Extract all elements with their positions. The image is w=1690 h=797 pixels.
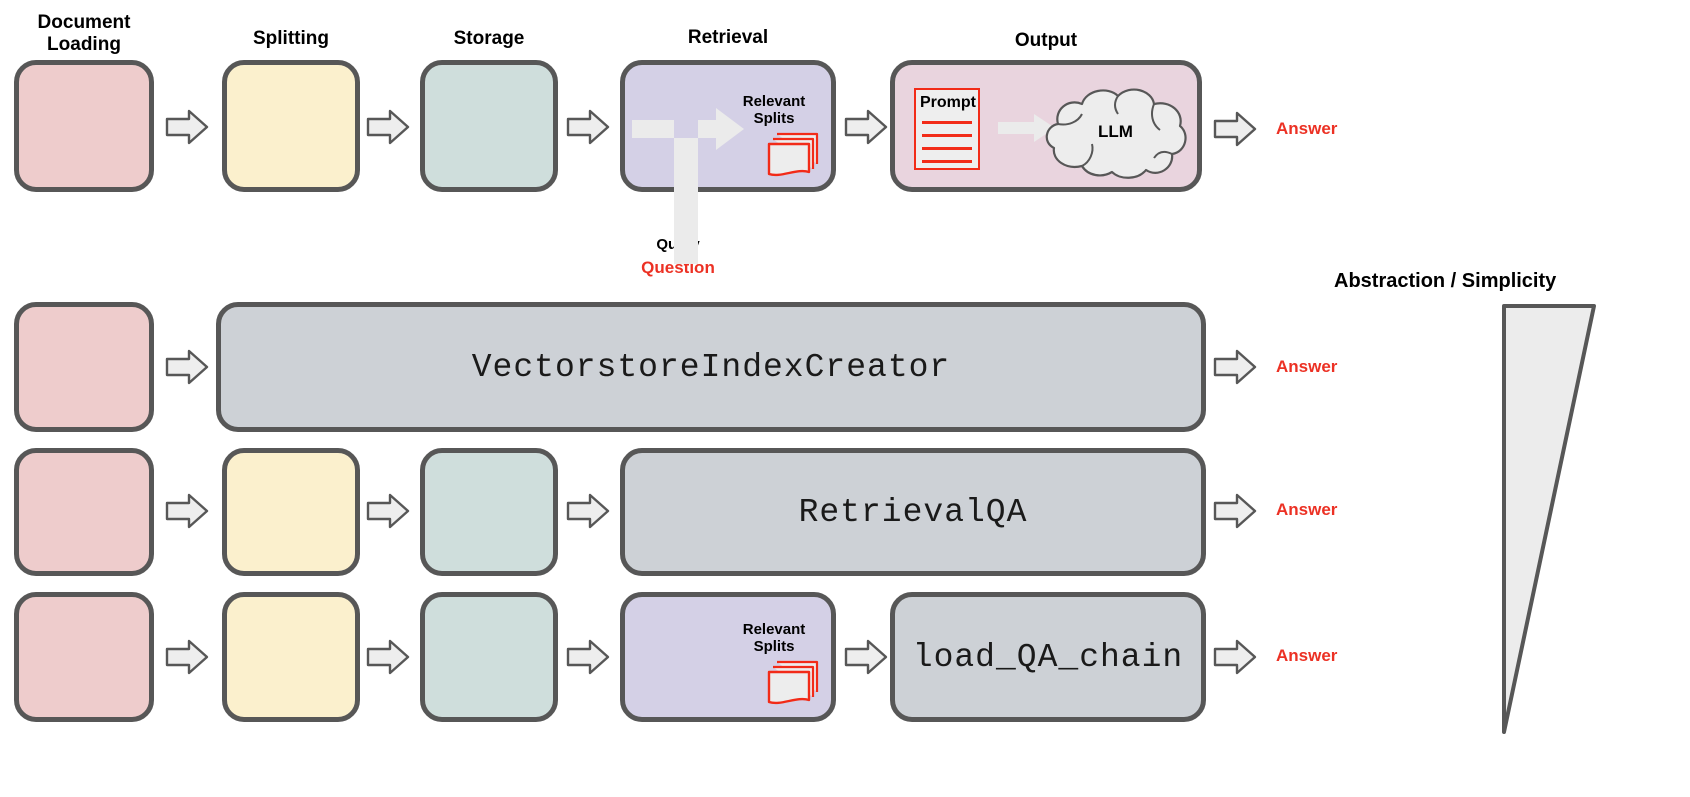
row1-arrow-5-icon (1213, 110, 1257, 148)
row1-arrow-4-icon (844, 108, 888, 146)
row2-document-loading-box[interactable] (14, 302, 154, 432)
prompt-line-2 (922, 134, 972, 137)
row1-arrow-2-icon (366, 108, 410, 146)
query-t-arrow-icon (628, 104, 748, 264)
stage-label-retrieval: Retrieval (687, 27, 769, 48)
abstraction-simplicity-triangle (1498, 298, 1628, 738)
row4-document-loading-box[interactable] (14, 592, 154, 722)
stage-label-storage: Storage (453, 28, 525, 49)
row2-arrow-1-icon (165, 348, 209, 386)
row1-document-loading-box[interactable] (14, 60, 154, 192)
row3-document-loading-box[interactable] (14, 448, 154, 576)
stage-label-output: Output (1014, 30, 1078, 51)
row1-storage-box[interactable] (420, 60, 558, 192)
row4-arrow-4-icon (844, 638, 888, 676)
prompt-label: Prompt (920, 94, 976, 111)
abstraction-simplicity-title: Abstraction / Simplicity (1334, 270, 1557, 292)
row4-load-qa-chain-box[interactable]: load_QA_chain (890, 592, 1206, 722)
row4-storage-box[interactable] (420, 592, 558, 722)
prompt-document-icon (914, 88, 980, 170)
llm-label: LLM (1098, 122, 1133, 141)
row3-arrow-2-icon (366, 492, 410, 530)
row1-splitting-box[interactable] (222, 60, 360, 192)
prompt-line-3 (922, 147, 972, 150)
relevant-splits-caption: Relevant Splits (742, 93, 806, 127)
row1-arrow-1-icon (165, 108, 209, 146)
row3-answer-label: Answer (1276, 500, 1338, 519)
row3-storage-box[interactable] (420, 448, 558, 576)
row3-arrow-4-icon (1213, 492, 1257, 530)
row4-relevant-splits-caption: Relevant Splits (742, 621, 806, 655)
prompt-line-1 (922, 121, 972, 124)
row4-relevant-splits-stack-icon (765, 658, 825, 710)
row4-arrow-5-icon (1213, 638, 1257, 676)
prompt-line-4 (922, 160, 972, 163)
row3-splitting-box[interactable] (222, 448, 360, 576)
stage-label-splitting: Splitting (253, 28, 329, 49)
row3-retrievalqa-box[interactable]: RetrievalQA (620, 448, 1206, 576)
relevant-splits-stack-icon (765, 130, 825, 182)
row2-arrow-2-icon (1213, 348, 1257, 386)
row2-answer-label: Answer (1276, 357, 1338, 376)
row2-code-label: VectorstoreIndexCreator (471, 348, 951, 386)
row3-arrow-3-icon (566, 492, 610, 530)
stage-label-document-loading: Document Loading (37, 12, 131, 55)
llm-cloud-icon (1042, 84, 1190, 180)
row4-arrow-3-icon (566, 638, 610, 676)
row3-arrow-1-icon (165, 492, 209, 530)
row4-answer-label: Answer (1276, 646, 1338, 665)
row2-vectorstore-index-creator-box[interactable]: VectorstoreIndexCreator (216, 302, 1206, 432)
row4-splitting-box[interactable] (222, 592, 360, 722)
row1-arrow-3-icon (566, 108, 610, 146)
row4-arrow-2-icon (366, 638, 410, 676)
row4-code-label: load_QA_chain (912, 638, 1184, 676)
prompt-to-llm-arrow-icon (998, 112, 1056, 144)
row1-answer-label: Answer (1276, 119, 1338, 138)
row4-arrow-1-icon (165, 638, 209, 676)
row3-code-label: RetrievalQA (798, 493, 1028, 531)
